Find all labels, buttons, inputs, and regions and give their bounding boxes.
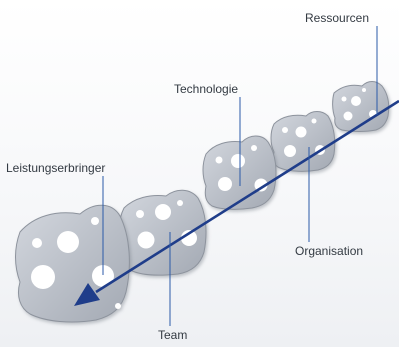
label-team: Team <box>158 328 188 342</box>
cheese-hole <box>284 145 296 157</box>
cheese-hole <box>57 231 79 253</box>
cheese-hole <box>215 156 223 164</box>
label-ressourcen: Ressourcen <box>305 11 370 25</box>
cheese-hole <box>181 230 197 246</box>
label-technologie: Technologie <box>174 82 239 96</box>
cheese-hole <box>351 96 361 106</box>
cheese-hole <box>32 238 42 248</box>
cheese-hole <box>254 178 268 192</box>
cheese-hole <box>218 177 232 191</box>
arrow-head <box>74 283 100 306</box>
cheese-slice-ressourcen <box>332 81 390 132</box>
cheese-hole <box>31 265 55 289</box>
arrow-shaft <box>95 99 399 294</box>
cheese-hole <box>282 127 288 133</box>
cheese-hole <box>177 200 183 206</box>
cheese-hole <box>155 204 171 220</box>
cheese-hole <box>92 265 114 287</box>
label-leistungserbringer: Leistungserbringer <box>6 161 106 175</box>
cheese-hole <box>115 303 121 309</box>
label-organisation: Organisation <box>295 244 364 258</box>
cheese-slice-team <box>118 189 207 276</box>
failure-trajectory-arrow <box>74 99 399 306</box>
cheese-hole <box>341 96 347 102</box>
cheese-slice-leistungserbringer <box>15 204 130 323</box>
cheese-hole <box>295 126 307 138</box>
cheese-hole <box>136 210 144 218</box>
cheese-hole <box>362 88 366 92</box>
cheese-hole <box>91 217 99 225</box>
cheese-hole <box>251 145 257 151</box>
cheese-hole <box>311 118 317 124</box>
cheese-hole <box>137 231 155 249</box>
cheese-hole <box>231 154 245 168</box>
cheese-hole <box>343 111 353 121</box>
